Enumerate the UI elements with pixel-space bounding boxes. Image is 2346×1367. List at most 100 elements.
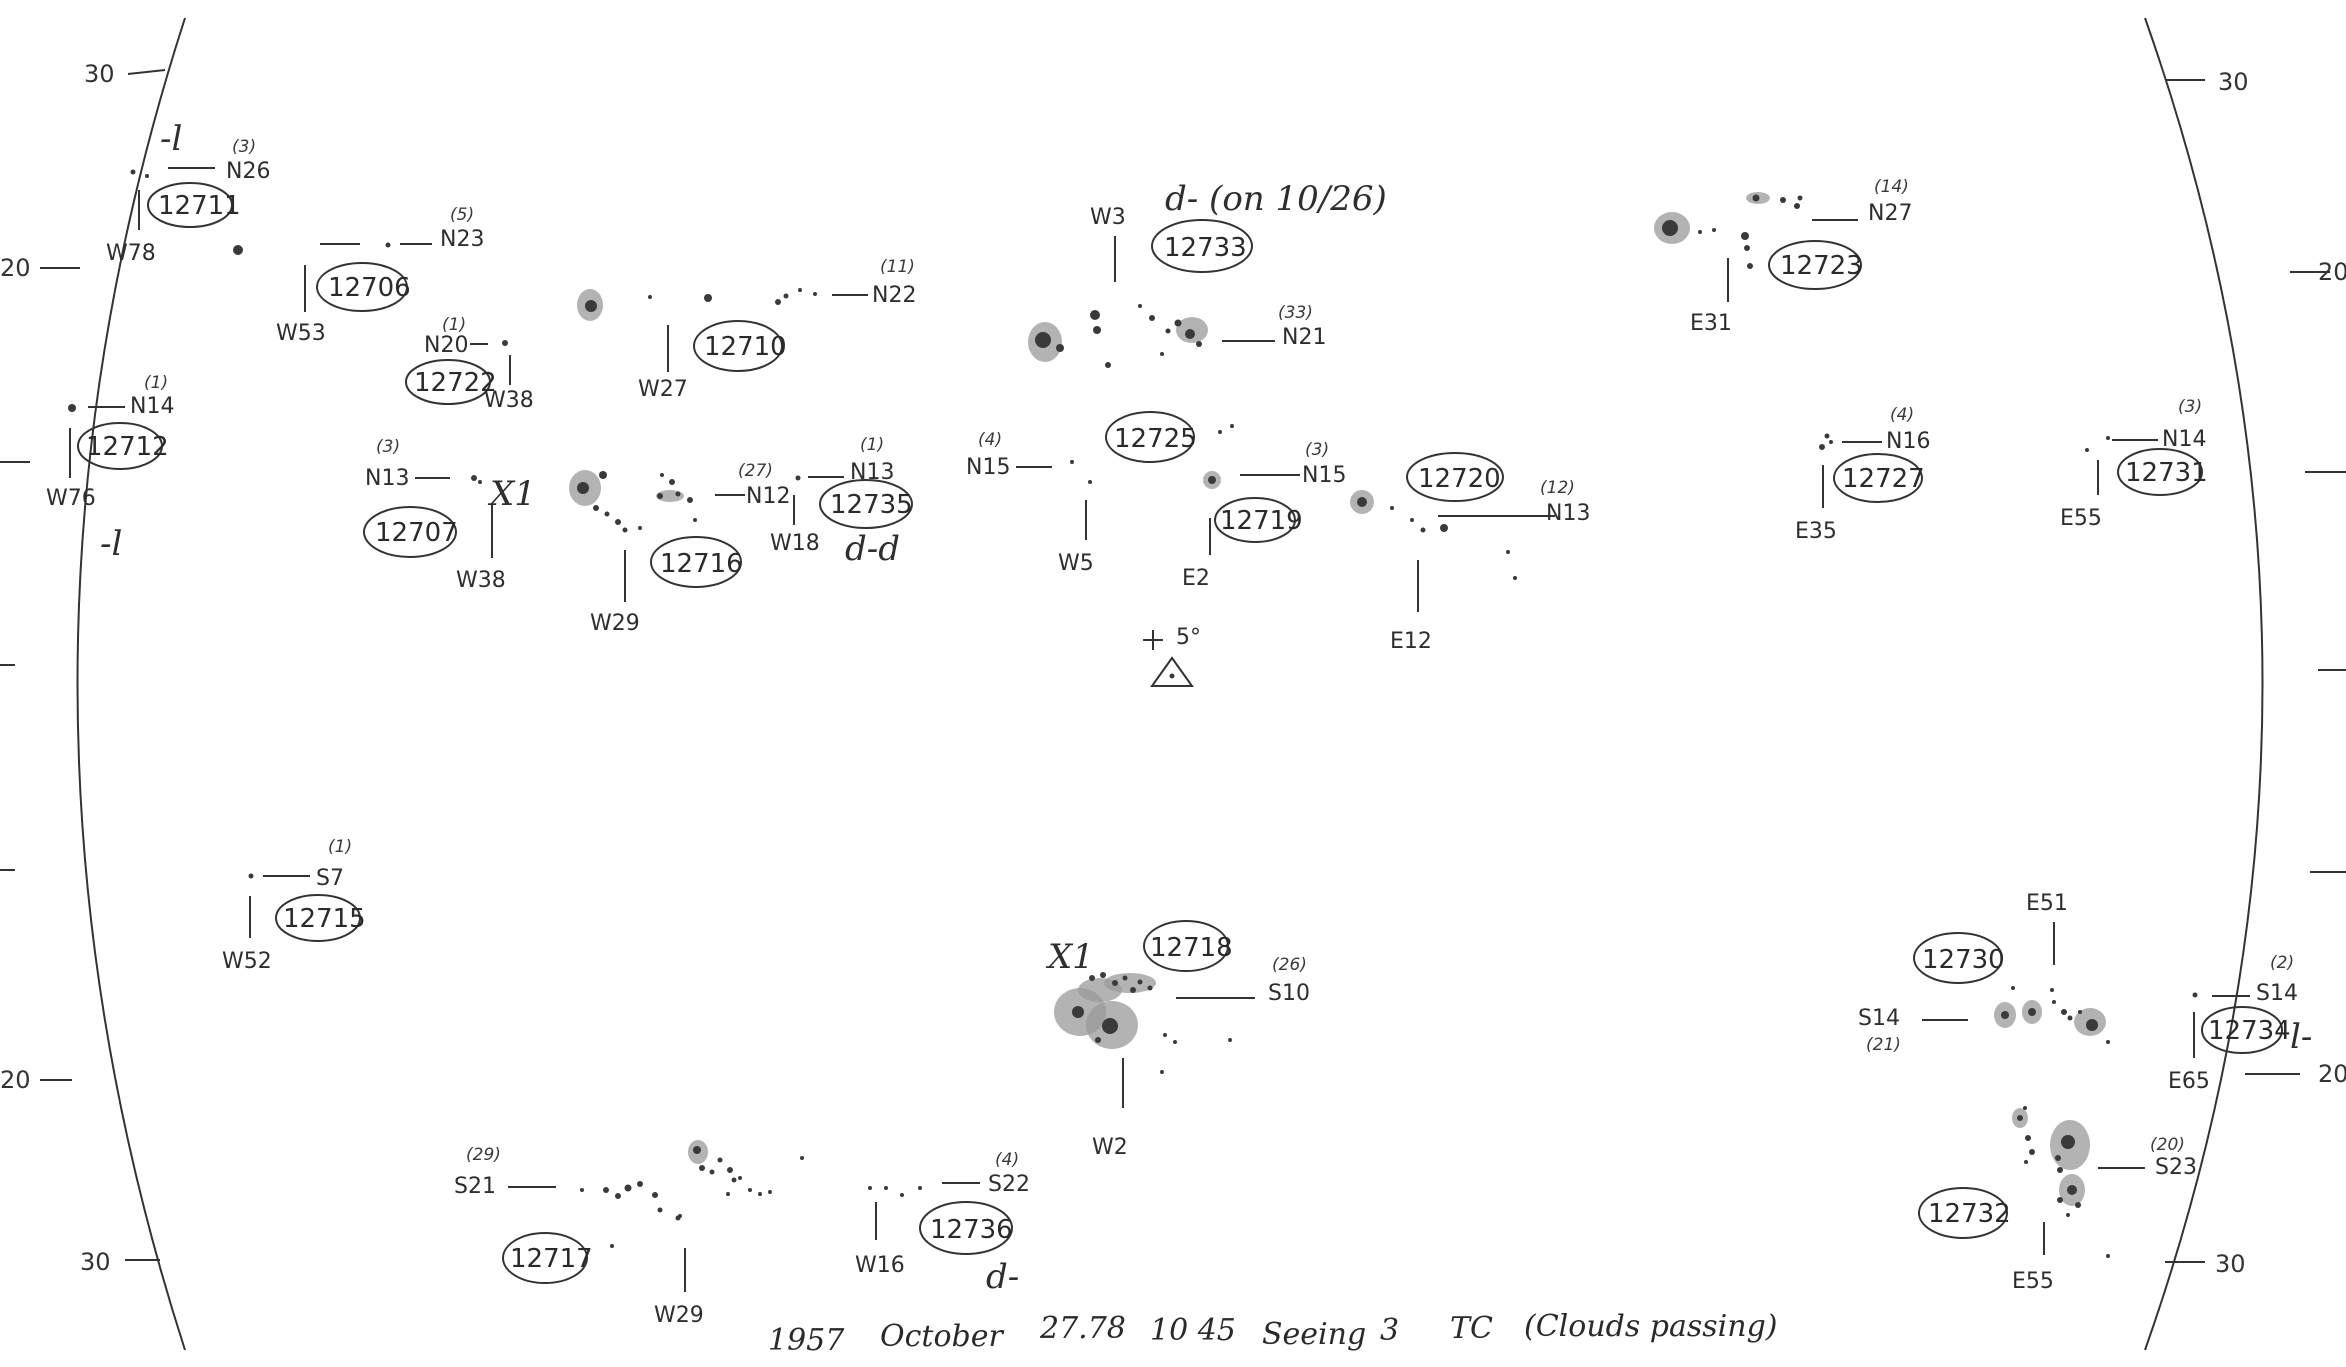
region-12733-number: 12733	[1164, 233, 1247, 263]
region-12715-lon: W52	[222, 949, 272, 974]
region-12711-note: -l	[160, 119, 182, 159]
region-12717-lon: W29	[654, 1303, 704, 1328]
caption-day: 27.78	[1039, 1311, 1126, 1346]
region-12732-number: 12732	[1928, 1199, 2011, 1229]
region-12722-count: (1)	[442, 315, 466, 335]
region-12735-number: 12735	[830, 490, 913, 520]
region-12732-lon: E55	[2012, 1269, 2054, 1294]
region-12730-lon: E51	[2026, 891, 2068, 916]
region-12711-lat: N26	[226, 159, 270, 184]
region-12733-count: (33)	[1278, 303, 1313, 323]
region-12710: (11) N22 12710 W27	[577, 257, 916, 402]
region-12725-count: (4)	[978, 430, 1002, 450]
caption-seeing-value: 3	[1380, 1313, 1399, 1348]
region-12730-lat: S14	[1858, 1006, 1900, 1031]
region-12736-number: 12736	[930, 1215, 1013, 1245]
region-12716-lon: W29	[590, 611, 640, 636]
region-12718-lat: S10	[1268, 981, 1310, 1006]
region-12716-number: 12716	[660, 549, 743, 579]
region-12735: (1) N13 12735 W18 d-d	[770, 435, 913, 569]
left-tick-30-north: 30	[84, 60, 115, 88]
region-12736-lon: W16	[855, 1253, 905, 1278]
region-12734: (2) S14 12734 l- E65	[2168, 953, 2312, 1094]
region-12710-lon: W27	[638, 377, 688, 402]
region-12723: (14) N27 12723 E31	[1654, 177, 1912, 336]
region-12717-number: 12717	[510, 1244, 593, 1274]
region-12712-number: 12712	[86, 432, 169, 462]
region-12707: (3) N13 X1 12707 W38	[363, 437, 536, 593]
region-12712-note: -l	[100, 524, 122, 564]
region-12730-number: 12730	[1922, 945, 2005, 975]
region-12725-lon: W5	[1058, 551, 1094, 576]
center-reference-label: 5°	[1176, 625, 1201, 650]
region-12719-lat: N15	[1302, 463, 1346, 488]
region-12734-lat: S14	[2256, 981, 2298, 1006]
region-12735-lon: W18	[770, 531, 820, 556]
region-12723-lat: N27	[1868, 201, 1912, 226]
right-tick-30-south: 30	[2215, 1250, 2246, 1278]
region-12736-count: (4)	[995, 1150, 1019, 1170]
region-12707-number: 12707	[375, 518, 458, 548]
region-12716-lat: N12	[746, 484, 790, 509]
right-tick-20-south: 20	[2318, 1060, 2346, 1088]
region-12723-number: 12723	[1780, 251, 1863, 281]
caption-seeing-label: Seeing	[1262, 1317, 1366, 1352]
region-12730: E51 12730 S14 (21)	[1858, 891, 2110, 1055]
region-12727-lon: E35	[1795, 519, 1837, 544]
region-12722-lat: N20	[424, 333, 468, 358]
region-12736-note: d-	[986, 1257, 1019, 1297]
caption-note: (Clouds passing)	[1524, 1309, 1777, 1344]
region-12720-count: (12)	[1540, 478, 1575, 498]
region-12711-count: (3)	[232, 137, 256, 157]
region-12725: (4) N15 12725 W5	[966, 411, 1234, 576]
region-12731-number: 12731	[2125, 458, 2208, 488]
region-12715-lat: S7	[316, 866, 344, 891]
region-12716-count: (27)	[738, 461, 773, 481]
region-12717-count: (29)	[466, 1145, 501, 1165]
caption-time: 10 45	[1150, 1313, 1236, 1348]
region-12719-lon: E2	[1182, 566, 1210, 591]
observation-caption: 1957 October 27.78 10 45 Seeing 3 TC (Cl…	[768, 1309, 1777, 1358]
region-12727-lat: N16	[1886, 429, 1930, 454]
region-12736-lat: S22	[988, 1172, 1030, 1197]
region-12733-lon: W3	[1090, 205, 1126, 230]
left-tick-30-south: 30	[80, 1248, 111, 1276]
left-latitude-scale: 30 20 20 30	[0, 60, 166, 1276]
region-12707-count: (3)	[376, 437, 400, 457]
region-12734-count: (2)	[2270, 953, 2294, 973]
region-12730-count: (21)	[1866, 1035, 1901, 1055]
region-12712-count: (1)	[144, 373, 168, 393]
region-12725-number: 12725	[1114, 424, 1197, 454]
region-12711: -l (3) N26 12711 W78	[106, 119, 270, 266]
region-12731: (3) N14 12731 E55	[2060, 397, 2208, 531]
region-12719: (3) N15 12719 E2	[1182, 440, 1346, 591]
region-12710-number: 12710	[704, 332, 787, 362]
region-12719-count: (3)	[1305, 440, 1329, 460]
region-12727-number: 12727	[1842, 464, 1925, 494]
region-12706: (5) N23 12706 W53	[233, 205, 484, 346]
region-12727-count: (4)	[1890, 405, 1914, 425]
region-12732-count: (20)	[2150, 1135, 2185, 1155]
region-12731-lon: E55	[2060, 506, 2102, 531]
region-12734-number: 12734	[2208, 1016, 2291, 1046]
region-12733: W3 d- (on 10/26) 12733 (33) N21	[1028, 179, 1387, 368]
region-12720-number: 12720	[1418, 464, 1501, 494]
region-12719-number: 12719	[1220, 506, 1303, 536]
region-12720: 12720 (12) N13 E12	[1350, 452, 1590, 654]
region-12706-lon: W53	[276, 321, 326, 346]
region-12734-lon: E65	[2168, 1069, 2210, 1094]
region-12716: (27) N12 12716 W29	[569, 461, 790, 636]
region-12711-lon: W78	[106, 241, 156, 266]
region-12733-lat: N21	[1282, 325, 1326, 350]
region-12717: (29) S21 12717 W29	[454, 1140, 804, 1328]
region-12712-lon: W76	[46, 486, 96, 511]
region-12718-number: 12718	[1150, 933, 1233, 963]
region-12712: (1) N14 12712 W76 -l	[46, 373, 174, 564]
region-12715-number: 12715	[283, 904, 366, 934]
region-12734-note: l-	[2290, 1017, 2312, 1057]
region-12722: (1) N20 12722 W38	[405, 315, 534, 413]
left-tick-20-south: 20	[0, 1066, 31, 1094]
right-tick-20-north: 20	[2318, 258, 2346, 286]
